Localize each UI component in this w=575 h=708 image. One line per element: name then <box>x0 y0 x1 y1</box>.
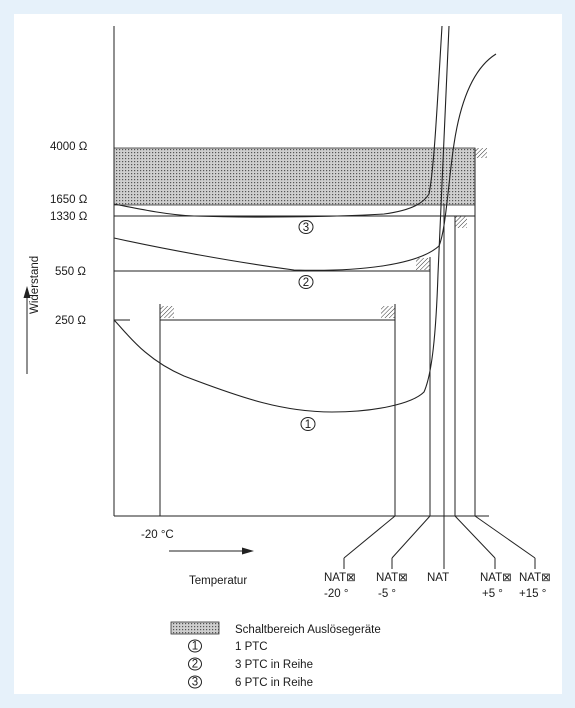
nat-label-minus20-top: NAT⊠ <box>324 572 356 584</box>
legend-item-1-label: 1 PTC <box>235 641 268 653</box>
hatch-marker-minus20 <box>159 304 174 320</box>
svg-text:1: 1 <box>192 641 198 653</box>
switching-band <box>113 147 476 206</box>
x-label-minus20: -20 °C <box>141 529 174 541</box>
curve-marker-2: 2 <box>298 275 314 289</box>
diagram-frame: 1 2 3 4000 Ω 1650 Ω 1330 Ω 550 Ω 250 Ω W… <box>14 14 562 694</box>
svg-text:2: 2 <box>192 659 198 671</box>
legend-band-swatch <box>170 621 220 635</box>
svg-text:2: 2 <box>303 277 309 289</box>
nat-label-plus15-top: NAT⊠ <box>519 572 551 584</box>
x-axis-arrow-icon <box>169 547 254 555</box>
nat-label-minus5-bottom: -5 ° <box>378 588 396 600</box>
svg-text:3: 3 <box>192 677 198 689</box>
legend-band-label: Schaltbereich Auslösegeräte <box>235 624 381 636</box>
curve-2-ptc <box>113 53 497 271</box>
hatch-marker-nat-plus15 <box>475 148 487 158</box>
svg-text:1: 1 <box>305 419 311 431</box>
nat-leader-lines <box>343 515 536 569</box>
y-label-1330: 1330 Ω <box>50 211 88 223</box>
y-label-4000: 4000 Ω <box>50 141 88 153</box>
y-axis-arrow-icon <box>23 286 31 374</box>
svg-text:3: 3 <box>303 222 309 234</box>
legend-item-2-label: 3 PTC in Reihe <box>235 659 313 671</box>
nat-label-minus5-top: NAT⊠ <box>376 572 408 584</box>
nat-label-plus15-bottom: +15 ° <box>519 588 546 600</box>
y-label-250: 250 Ω <box>55 315 86 327</box>
hatch-marker-nat-minus20 <box>381 306 395 318</box>
x-axis-title: Temperatur <box>189 575 247 587</box>
curve-marker-3: 3 <box>298 220 314 234</box>
hatch-marker-nat-minus5 <box>416 258 430 270</box>
nat-label-minus20-bottom: -20 ° <box>324 588 348 600</box>
nat-label-plus5-bottom: +5 ° <box>482 588 503 600</box>
legend: Schaltbereich Auslösegeräte 1 1 PTC 2 3 … <box>170 621 381 689</box>
nat-label-plus5-top: NAT⊠ <box>480 572 512 584</box>
y-axis-title: Widerstand <box>29 256 41 314</box>
nat-label-nat-top: NAT <box>427 572 449 584</box>
y-label-1650: 1650 Ω <box>50 194 88 206</box>
legend-item-3-label: 6 PTC in Reihe <box>235 677 313 689</box>
curve-marker-1: 1 <box>300 417 316 431</box>
y-label-550: 550 Ω <box>55 266 86 278</box>
curve-1-ptc <box>113 25 450 413</box>
ptc-diagram: 1 2 3 4000 Ω 1650 Ω 1330 Ω 550 Ω 250 Ω W… <box>23 25 551 689</box>
curve-3-ptc <box>113 25 443 218</box>
hatch-marker-nat-plus5 <box>455 216 467 228</box>
